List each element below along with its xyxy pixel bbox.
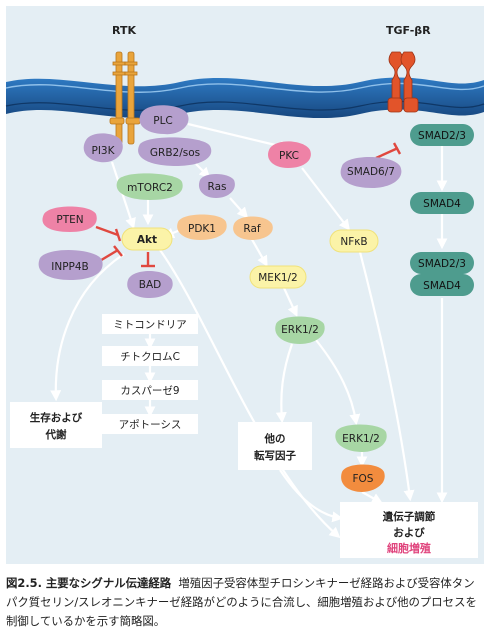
node-smad23-bottom: SMAD2/3 [418,258,466,270]
arrow-plc-pkc [187,122,292,152]
arrow-mek-erk [283,287,298,317]
node-gene-regulation-cell-growth: 遺伝子調節 および 細胞増殖 [340,502,478,558]
svg-text:PI3K: PI3K [92,145,116,157]
node-pi3k: PI3K [83,133,123,163]
svg-text:MEK1/2: MEK1/2 [258,272,297,284]
node-smad67: SMAD6/7 [340,157,402,188]
node-raf: Raf [233,216,273,240]
node-smad23-top: SMAD2/3 [410,124,474,146]
figure-caption-label: 図2.5. 主要なシグナル伝達経路 [6,576,172,590]
node-grb2-sos: GRB2/sos [138,137,212,166]
svg-text:および: および [393,526,425,539]
inhibit-smad67-smad23 [375,146,399,160]
svg-text:チトクロムC: チトクロムC [120,351,180,363]
node-survival-metabolism: 生存および 代謝 [10,402,102,448]
svg-text:PLC: PLC [153,115,173,127]
arrow-nfkb-gene [358,251,415,502]
svg-text:ERK1/2: ERK1/2 [342,433,380,445]
node-ras: Ras [198,174,235,198]
svg-text:GRB2/sos: GRB2/sos [150,147,200,159]
node-pkc: PKC [268,141,311,168]
signaling-pathway-diagram: RTK TGF-βR [5,6,485,564]
svg-text:Akt: Akt [137,234,157,246]
node-smad4-b: SMAD4 [423,280,461,292]
svg-text:PDK1: PDK1 [188,223,216,235]
arrow-raf-mek [249,235,268,267]
node-bad: BAD [127,271,173,298]
svg-text:ミトコンドリア: ミトコンドリア [113,319,187,331]
cell-membrane [5,77,485,119]
arrow-pkc-nfkb [301,167,351,231]
svg-text:PKC: PKC [279,150,299,162]
activation-arrows [50,122,448,539]
node-mtorc2: mTORC2 [116,173,183,200]
svg-text:転写因子: 転写因子 [254,449,296,462]
node-plc: PLC [139,105,189,135]
node-mitochondria: ミトコンドリア [102,314,198,334]
node-fos: FOS [341,464,385,492]
svg-text:Ras: Ras [208,181,227,193]
svg-text:SMAD2/3: SMAD2/3 [418,130,466,142]
svg-text:カスパーゼ9: カスパーゼ9 [120,385,179,397]
arrow-grb2-ras [195,163,211,179]
svg-text:FOS: FOS [353,473,374,485]
svg-text:BAD: BAD [139,279,161,291]
arrow-erk-erk [315,339,361,426]
svg-text:遺伝子調節: 遺伝子調節 [382,510,436,523]
node-other-transcription-factors: 他の 転写因子 [238,422,312,470]
inhibit-pten-akt [95,225,119,237]
arrow-erk-other-tf [275,343,294,424]
arrow-ras-raf [229,197,249,219]
node-inpp4b: INPP4B [38,249,103,280]
figure-caption: 図2.5. 主要なシグナル伝達経路 増殖因子受容体型チロシンキナーゼ経路および受… [6,574,484,631]
svg-text:SMAD6/7: SMAD6/7 [347,166,395,178]
svg-text:Raf: Raf [243,223,260,235]
node-pten: PTEN [42,206,97,232]
svg-text:ERK1/2: ERK1/2 [281,324,319,336]
tgfb-receptor [387,51,419,113]
rtk-label: RTK [112,24,136,37]
svg-text:生存および: 生存および [30,411,83,424]
node-akt: Akt [121,227,173,251]
svg-text:mTORC2: mTORC2 [127,182,173,194]
node-cytochrome-c: チトクロムC [102,346,198,366]
arrow-tf-gene [279,469,344,523]
node-caspase9: カスパーゼ9 [102,380,198,400]
svg-text:代謝: 代謝 [45,428,67,441]
arrow-akt-survival [50,253,125,402]
arrow-fos-gene [361,491,383,504]
node-mek12: MEK1/2 [249,265,307,289]
node-pdk1: PDK1 [177,214,227,240]
svg-text:PTEN: PTEN [56,214,83,226]
node-smad4-a: SMAD4 [410,192,474,214]
svg-text:他の: 他の [264,432,286,445]
figure-caption-text: 増殖因子受容体型チロシンキナーゼ経路および受容体タンパク質セリン/スレオニンキナ… [6,576,477,628]
arrow-akt-gene [159,249,341,539]
node-apoptosis: アポトーシス [102,414,198,434]
svg-text:NFκB: NFκB [340,236,367,248]
node-smad23-smad4-complex: SMAD2/3 SMAD4 [410,252,474,296]
node-erk12-a: ERK1/2 [275,316,325,344]
svg-text:細胞増殖: 細胞増殖 [387,541,431,555]
svg-text:INPP4B: INPP4B [51,261,89,273]
node-erk12-b: ERK1/2 [335,424,387,452]
node-nfkb: NFκB [329,229,379,253]
tgfb-receptor-label: TGF-βR [386,24,431,37]
svg-text:SMAD4: SMAD4 [423,198,461,210]
svg-text:アポトーシス: アポトーシス [119,419,182,431]
